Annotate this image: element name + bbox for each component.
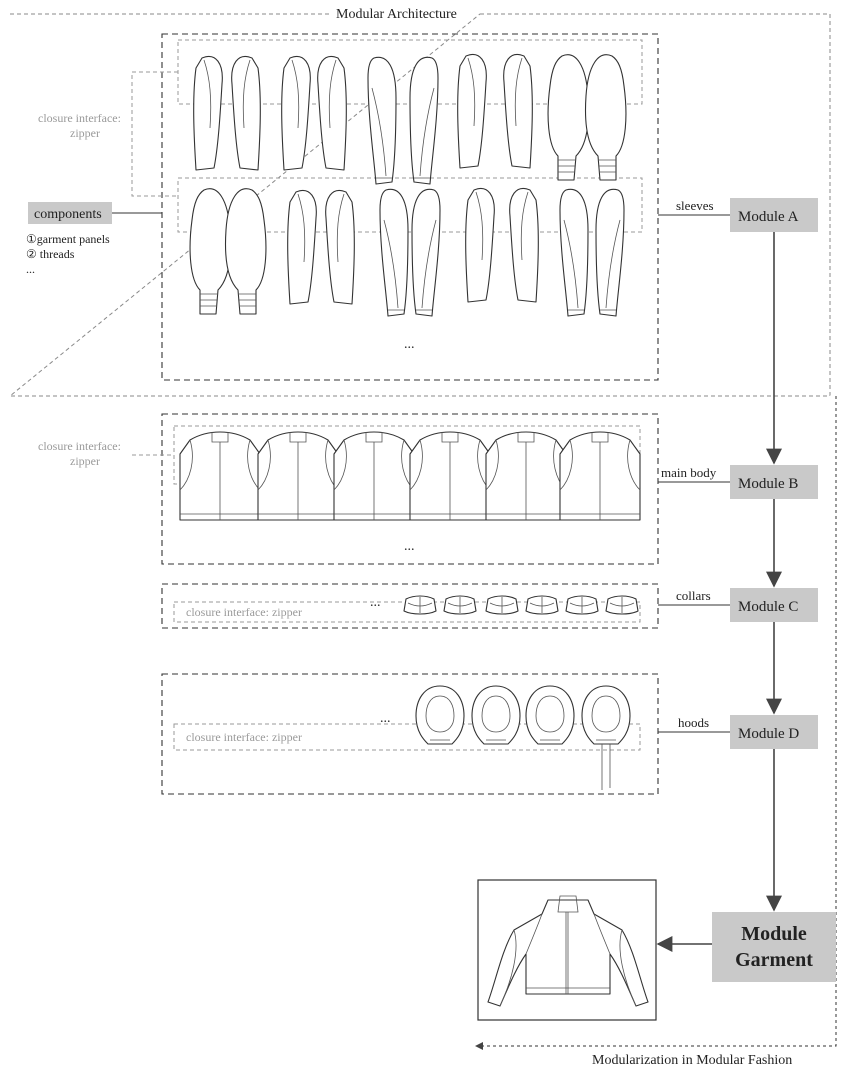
- module-garment-line2: Garment: [735, 949, 813, 971]
- link-label-hoods: hoods: [678, 715, 709, 730]
- closure-label-d: closure interface: zipper: [186, 730, 302, 744]
- sleeve-row-top: [194, 54, 626, 184]
- module-d-ellipsis: ...: [380, 711, 391, 726]
- component-item-1: ①garment panels: [26, 232, 110, 246]
- closure-label-a-line2: zipper: [70, 126, 100, 140]
- footer-caption: Modularization in Modular Fashion: [592, 1053, 792, 1068]
- link-label-collars: collars: [676, 588, 711, 603]
- hood-row: [416, 686, 630, 790]
- closure-label-c: closure interface: zipper: [186, 605, 302, 619]
- module-a-label: Module A: [738, 209, 799, 225]
- sleeve-row-bottom: [190, 188, 624, 316]
- closure-label-b-line2: zipper: [70, 454, 100, 468]
- module-garment-line1: Module: [741, 923, 807, 945]
- main-body-row: [180, 432, 640, 520]
- module-a-ellipsis: ...: [404, 337, 415, 352]
- link-label-sleeves: sleeves: [676, 198, 714, 213]
- module-d-label: Module D: [738, 726, 799, 742]
- module-c-label: Module C: [738, 599, 798, 615]
- components-label: components: [34, 207, 102, 222]
- module-b-ellipsis: ...: [404, 539, 415, 554]
- closure-label-a-line1: closure interface:: [38, 111, 121, 125]
- module-b-label: Module B: [738, 476, 798, 492]
- component-item-2: ② threads: [26, 247, 75, 261]
- collar-row: [404, 596, 638, 614]
- link-label-main-body: main body: [661, 465, 717, 480]
- module-c-ellipsis: ...: [370, 595, 381, 610]
- component-item-3: ...: [26, 262, 35, 276]
- diagram-title: Modular Architecture: [336, 7, 457, 22]
- closure-label-b-line1: closure interface:: [38, 439, 121, 453]
